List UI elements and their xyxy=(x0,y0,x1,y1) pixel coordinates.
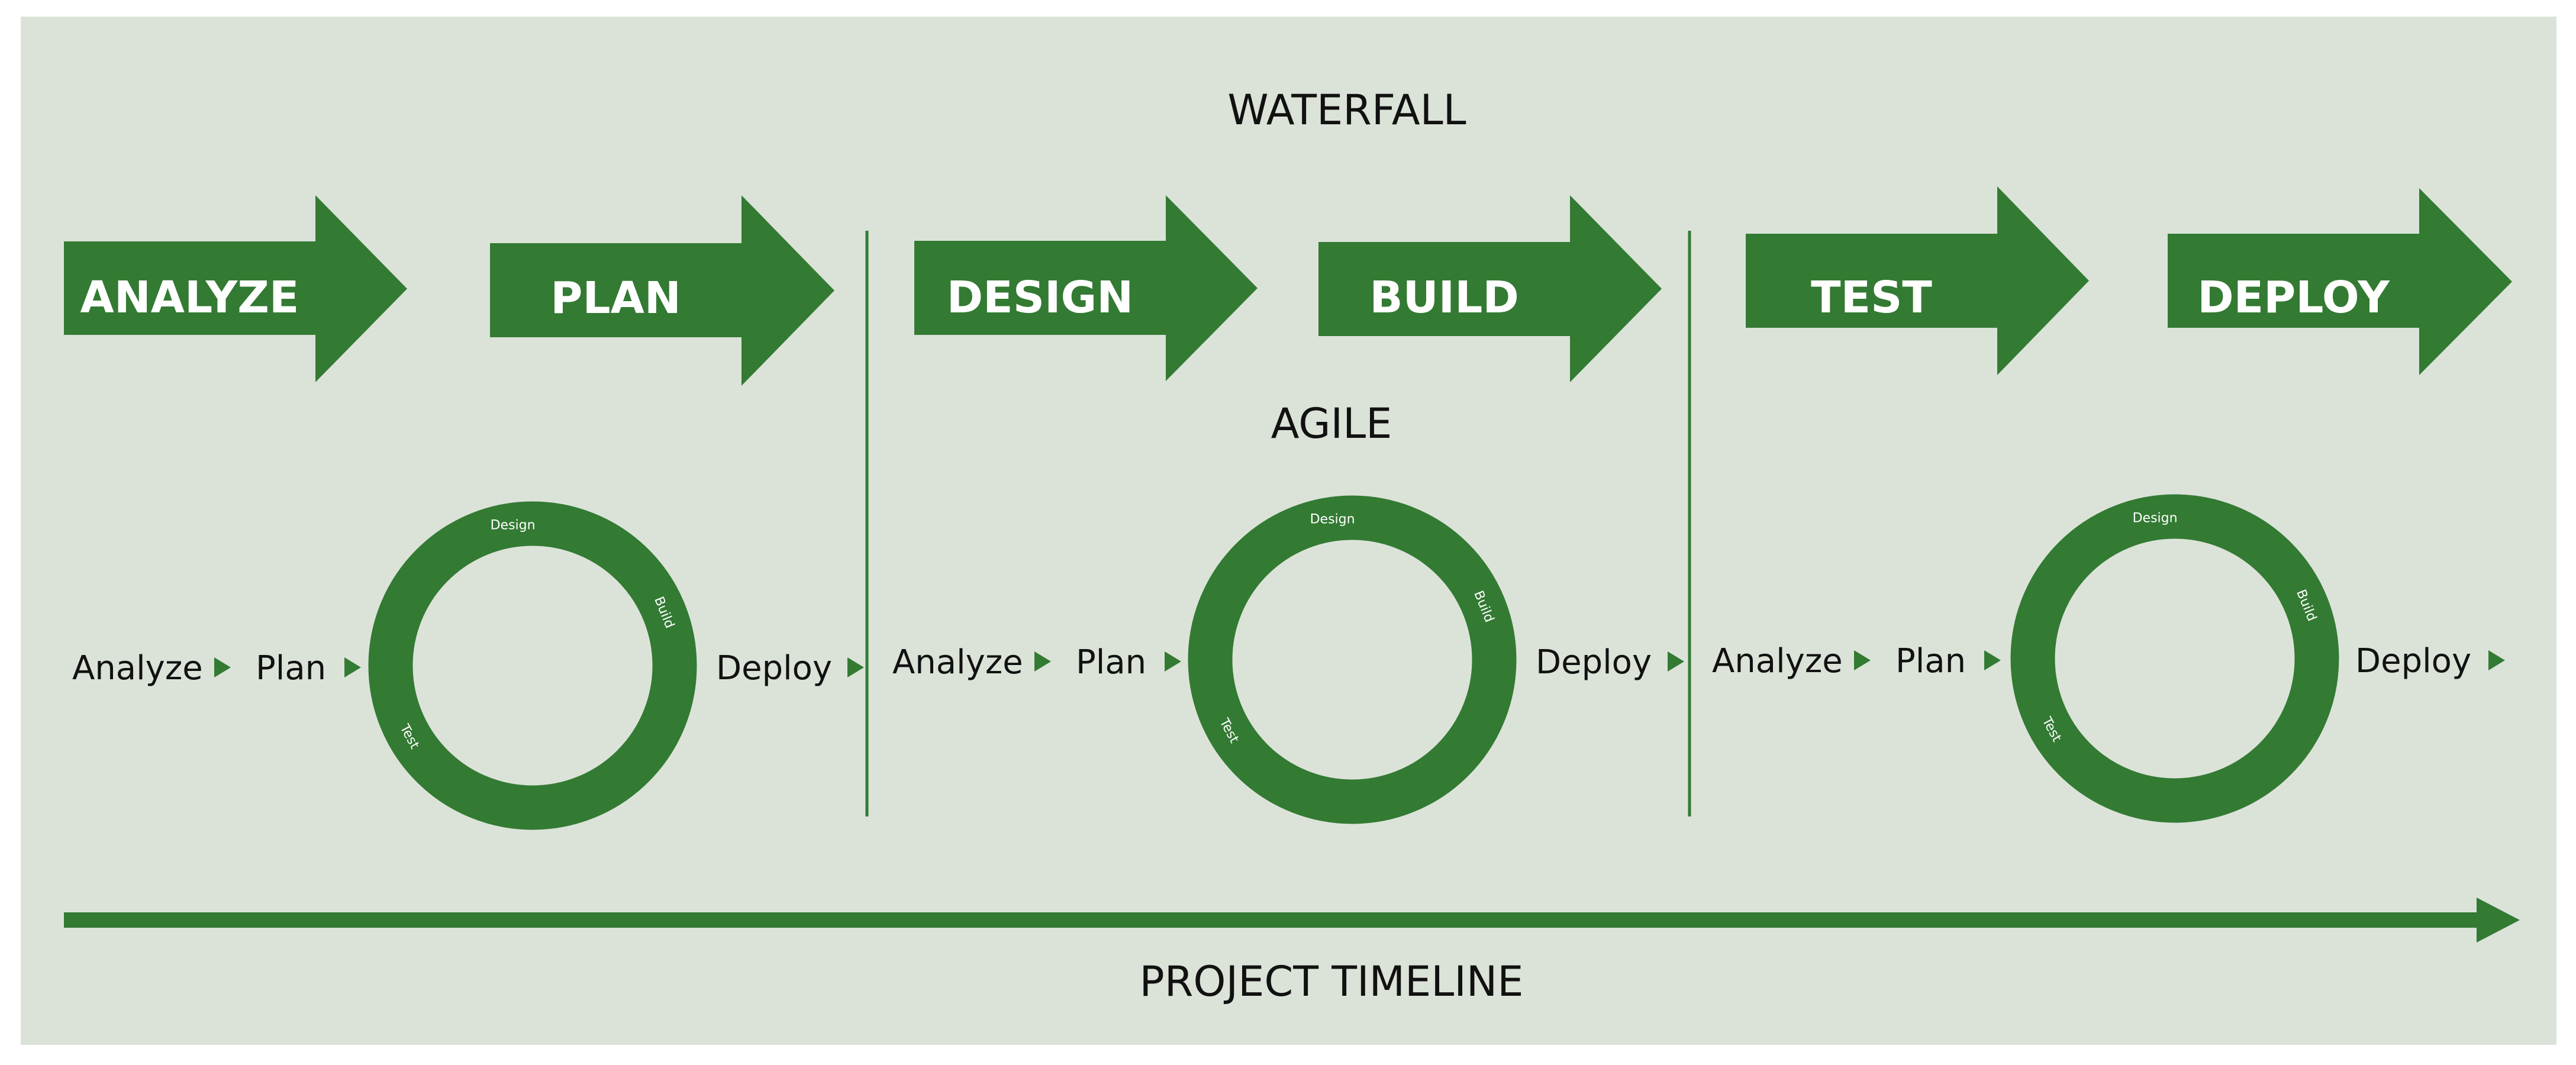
play-triangle-icon xyxy=(1854,650,1871,670)
waterfall-heading: WATERFALL xyxy=(1227,86,1466,134)
timeline-label: PROJECT TIMELINE xyxy=(1140,957,1524,1006)
right-block-arrow-icon xyxy=(490,195,834,386)
phase-arrow-analyze: ANALYZE xyxy=(64,195,407,382)
ring-cycle-icon xyxy=(1188,495,1517,824)
step-label-deploy: Deploy xyxy=(1536,643,1652,682)
right-block-arrow-icon xyxy=(1746,186,2089,375)
ring-cycle-icon xyxy=(2010,494,2339,823)
step-label-analyze: Analyze xyxy=(72,649,203,688)
ring-label-design: Design xyxy=(2133,511,2178,525)
play-triangle-icon xyxy=(1034,651,1051,672)
phase-label: BUILD xyxy=(1369,272,1519,323)
play-triangle-icon xyxy=(1668,651,1684,672)
phase-arrow-deploy: DEPLOY xyxy=(2168,188,2512,375)
waterfall-phases: ANALYZE PLAN DESIGN BUILD TEST DEPLOY xyxy=(64,186,2512,386)
play-triangle-icon xyxy=(2488,650,2505,670)
step-label-analyze: Analyze xyxy=(892,643,1023,682)
phase-arrow-plan: PLAN xyxy=(490,195,834,386)
step-label-plan: Plan xyxy=(1076,643,1146,682)
ring-label-design: Design xyxy=(1310,512,1355,527)
right-block-arrow-icon xyxy=(64,195,407,382)
right-block-arrow-icon xyxy=(914,195,1258,381)
right-block-arrow-icon xyxy=(1318,195,1662,382)
phase-label: TEST xyxy=(1811,272,1932,323)
right-block-arrow-icon xyxy=(2168,188,2512,375)
step-label-deploy: Deploy xyxy=(2355,642,2471,680)
timeline-arrow-icon xyxy=(64,898,2520,943)
play-triangle-icon xyxy=(214,657,231,677)
phase-label: PLAN xyxy=(550,273,681,324)
step-label-plan: Plan xyxy=(1895,642,1966,680)
phase-arrow-build: BUILD xyxy=(1318,195,1662,382)
phase-label: DESIGN xyxy=(947,272,1133,323)
phase-arrow-test: TEST xyxy=(1746,186,2089,375)
ring-label-design: Design xyxy=(491,518,536,532)
play-triangle-icon xyxy=(847,657,864,677)
step-label-plan: Plan xyxy=(256,649,326,688)
ring-cycle-icon xyxy=(368,501,697,830)
play-triangle-icon xyxy=(1984,650,2001,670)
play-triangle-icon xyxy=(344,657,361,677)
phase-label: DEPLOY xyxy=(2197,272,2390,323)
step-label-deploy: Deploy xyxy=(716,649,832,688)
phase-arrow-design: DESIGN xyxy=(914,195,1258,381)
agile-heading: AGILE xyxy=(1271,399,1392,448)
play-triangle-icon xyxy=(1165,651,1181,672)
step-label-analyze: Analyze xyxy=(1712,642,1843,680)
phase-label: ANALYZE xyxy=(80,272,299,323)
